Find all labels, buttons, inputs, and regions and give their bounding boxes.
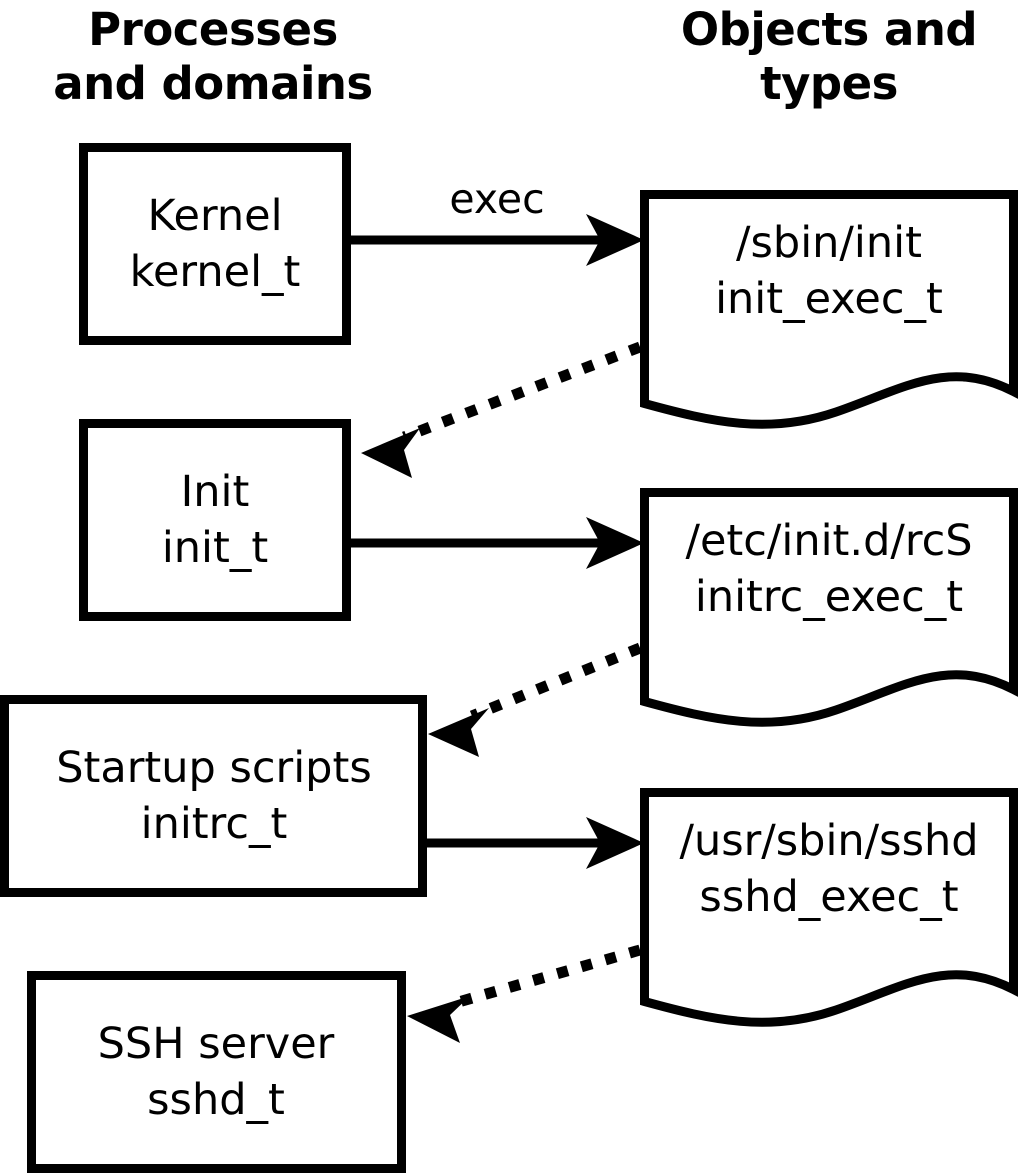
object-node-init-exec-path: /sbin/init (736, 218, 922, 268)
process-node-startup-scripts-box[interactable] (0, 695, 427, 897)
process-node-init-type: init_t (162, 523, 268, 573)
object-node-init-exec[interactable]: /sbin/init init_exec_t (640, 190, 1018, 429)
heading-processes-line2: and domains (53, 57, 372, 110)
edge-initrc-exec-sshd-exec (423, 817, 644, 869)
edge-sshd-exec-transition-line (453, 944, 642, 1009)
object-node-sshd-exec-document[interactable] (640, 788, 1018, 1027)
object-node-initrc-exec[interactable]: /etc/init.d/rcS initrc_exec_t (640, 488, 1018, 727)
edge-kernel-exec-init-exec: exec (347, 175, 644, 266)
edge-initrc-exec-transition-line (469, 642, 643, 722)
object-node-initrc-exec-document[interactable] (640, 488, 1018, 727)
object-node-sshd-exec-type: sshd_exec_t (699, 872, 958, 922)
object-node-sshd-exec[interactable]: /usr/sbin/sshd sshd_exec_t (640, 788, 1018, 1027)
edge-kernel-exec-arrowhead (586, 214, 644, 266)
edge-initrc-exec-transition-initrc (428, 642, 643, 757)
process-node-ssh-server-name: SSH server (98, 1019, 335, 1069)
process-node-ssh-server-type: sshd_t (147, 1075, 285, 1125)
edge-initrc-exec-transition-arrowhead (428, 708, 489, 757)
edge-init-exec-initrc-exec (347, 517, 644, 569)
object-node-init-exec-type: init_exec_t (715, 274, 943, 324)
object-node-initrc-exec-type: initrc_exec_t (695, 572, 963, 622)
edge-sshd-exec-transition-arrowhead (407, 996, 470, 1043)
column-heading-objects: Objects and types (681, 3, 978, 110)
process-node-kernel-type: kernel_t (130, 247, 301, 297)
process-node-ssh-server[interactable]: SSH server sshd_t (27, 971, 406, 1173)
edge-initrc-exec-arrowhead (586, 817, 644, 869)
edge-init-exec-transition-arrowhead (361, 428, 420, 478)
process-node-kernel-box[interactable] (79, 143, 351, 345)
process-node-startup-scripts-type: initrc_t (141, 799, 288, 849)
edge-init-exec-arrowhead (586, 517, 644, 569)
edge-init-exec-transition-line (402, 341, 642, 443)
process-node-kernel-name: Kernel (147, 191, 282, 241)
heading-processes-line1: Processes (88, 3, 338, 56)
process-node-init-name: Init (181, 467, 250, 517)
process-node-init-box[interactable] (79, 419, 351, 621)
process-node-ssh-server-box[interactable] (27, 971, 406, 1173)
edge-init-exec-transition-init (361, 341, 642, 478)
object-node-init-exec-document[interactable] (640, 190, 1018, 429)
column-heading-processes: Processes and domains (53, 3, 373, 110)
edge-label-exec: exec (449, 175, 544, 223)
process-node-startup-scripts[interactable]: Startup scripts initrc_t (0, 695, 427, 897)
process-node-startup-scripts-name: Startup scripts (56, 743, 372, 793)
object-node-sshd-exec-path: /usr/sbin/sshd (679, 816, 978, 866)
heading-objects-line2: types (760, 57, 898, 110)
edge-sshd-exec-transition-sshd (407, 944, 642, 1043)
heading-objects-line1: Objects and (681, 3, 977, 56)
process-node-kernel[interactable]: Kernel kernel_t (79, 143, 351, 345)
process-node-init[interactable]: Init init_t (79, 419, 351, 621)
object-node-initrc-exec-path: /etc/init.d/rcS (685, 516, 972, 566)
